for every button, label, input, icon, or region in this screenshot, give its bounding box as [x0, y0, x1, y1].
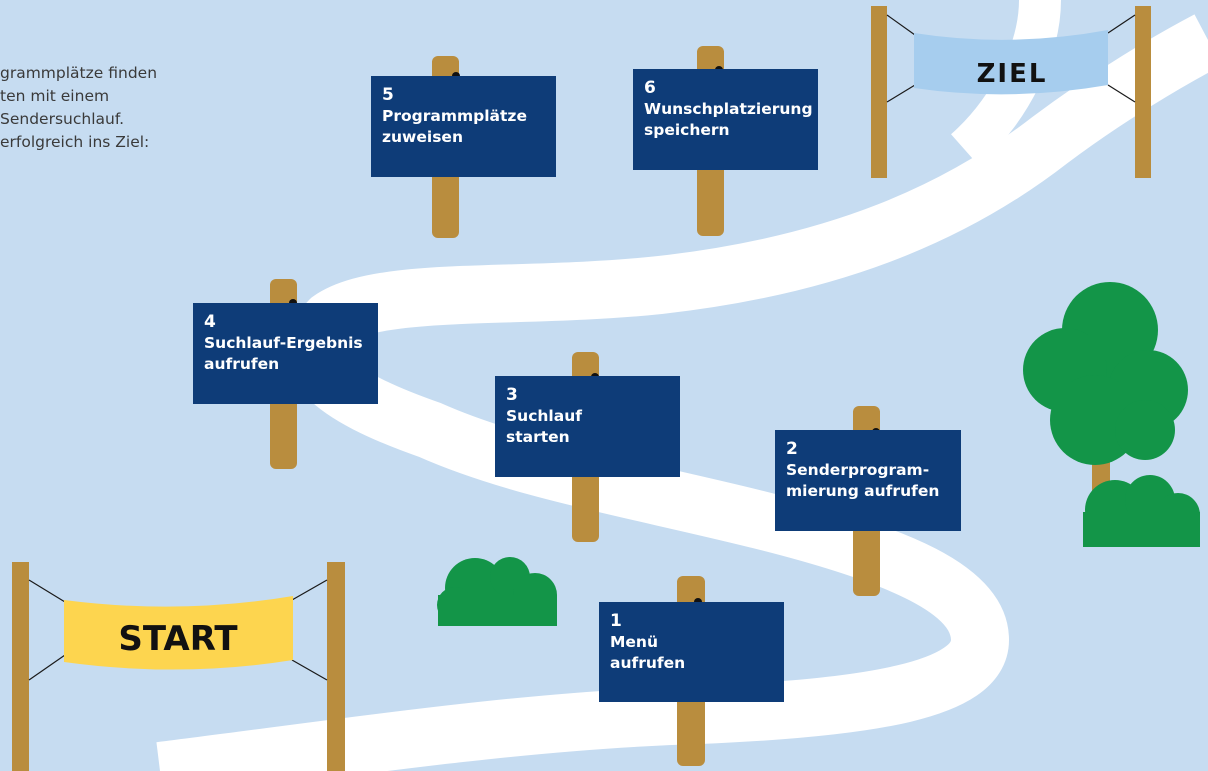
intro-line: erfolgreich ins Ziel:: [0, 133, 150, 151]
step-number: 6: [644, 78, 656, 98]
step-number: 1: [610, 611, 622, 631]
intro-line: ten mit einem: [0, 87, 110, 105]
start-post-left: [12, 562, 29, 771]
step-label: Wunschplatzierung speichern: [644, 100, 813, 139]
intro-line: Sendersuchlauf.: [0, 110, 125, 128]
intro-text: grammplätze finden ten mit einem Senders…: [0, 62, 210, 154]
ziel-post-left: [871, 6, 887, 178]
intro-line: grammplätze finden: [0, 64, 158, 82]
start-post-right: [327, 562, 345, 771]
ziel-banner-group: ZIEL: [871, 6, 1151, 178]
step-label: Suchlauf starten: [506, 407, 582, 446]
step-sign-1: 1 Menü aufrufen: [599, 602, 784, 702]
step-label: Suchlauf-Ergebnis aufrufen: [204, 334, 363, 373]
winding-path: [156, 14, 1208, 771]
start-banner-group: START: [12, 562, 345, 771]
start-banner: [64, 596, 293, 670]
step-number: 4: [204, 312, 216, 332]
step-label: Programmplätze zuweisen: [382, 107, 527, 146]
ziel-post-right: [1135, 6, 1151, 178]
step-label: Menü aufrufen: [610, 633, 686, 672]
step-number: 5: [382, 85, 394, 105]
step-sign-3: 3 Suchlauf starten: [495, 376, 680, 477]
step-sign-2: 2 Senderprogram- mierung aufrufen: [775, 430, 961, 531]
step-sign-4: 4 Suchlauf-Ergebnis aufrufen: [193, 303, 378, 404]
tree: [1023, 282, 1188, 510]
step-number: 3: [506, 385, 518, 405]
ziel-banner-label: ZIEL: [977, 59, 1048, 89]
step-number: 2: [786, 439, 798, 459]
step-sign-6: 6 Wunschplatzierung speichern: [633, 69, 818, 170]
bush-center: [437, 557, 557, 626]
bush-right: [1083, 475, 1200, 547]
step-label: Senderprogram- mierung aufrufen: [786, 461, 940, 500]
start-banner-label: START: [118, 619, 238, 659]
step-sign-5: 5 Programmplätze zuweisen: [371, 76, 556, 177]
ziel-banner: [914, 30, 1108, 95]
